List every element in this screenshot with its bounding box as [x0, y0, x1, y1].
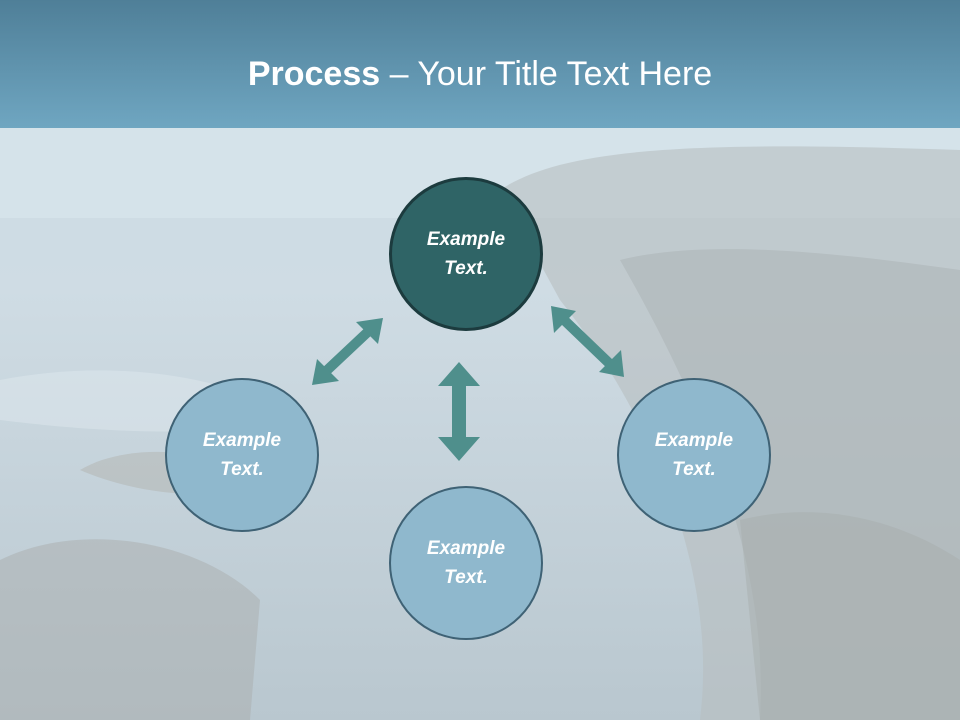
node-right-line2: Text. [672, 459, 716, 480]
node-right: Example Text. [617, 378, 771, 532]
arrow-top-left-icon [312, 318, 383, 385]
node-bottom-line2: Text. [444, 567, 488, 588]
node-left-line1: Example [202, 430, 282, 451]
title-bold: Process [247, 55, 381, 93]
node-top-line2: Text. [444, 258, 488, 279]
node-bottom-line1: Example [426, 538, 506, 559]
arrow-top-right-icon [551, 306, 624, 377]
node-left-line2: Text. [220, 459, 264, 480]
node-top: Example Text. [389, 177, 543, 331]
node-right-line1: Example [654, 430, 734, 451]
node-left: Example Text. [165, 378, 319, 532]
node-top-line1: Example [426, 229, 506, 250]
slide-title: Process – Your Title Text Here [0, 52, 960, 96]
arrow-vertical-icon [438, 362, 480, 461]
title-rest: – Your Title Text Here [380, 55, 713, 93]
node-bottom: Example Text. [389, 486, 543, 640]
